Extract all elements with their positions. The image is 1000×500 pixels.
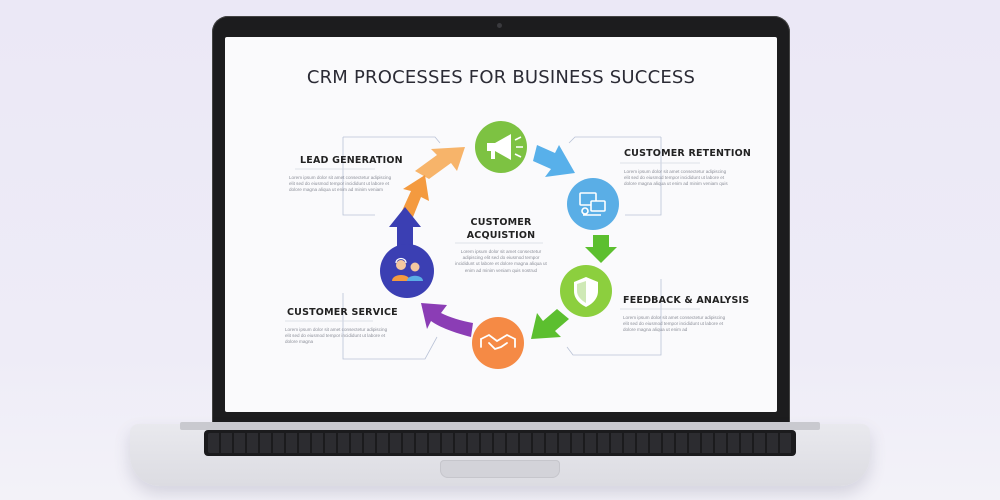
node-shield [560, 265, 612, 317]
cycle-arrows [389, 145, 617, 339]
connector-feedback [566, 279, 662, 356]
node-support [380, 244, 434, 298]
shield-icon [574, 277, 598, 307]
process-cycle-diagram [285, 121, 700, 369]
label-customer-service: CUSTOMER SERVICE [287, 307, 398, 318]
devices-icon [579, 192, 606, 216]
slide-title: CRM PROCESSES FOR BUSINESS SUCCESS [306, 67, 696, 88]
arrow-purple [421, 303, 473, 337]
label-customer-acquisition-line1: CUSTOMER [470, 217, 532, 228]
arrow-orange [401, 175, 429, 217]
webcam [497, 23, 502, 28]
node-devices [567, 178, 619, 230]
label-lead-generation: LEAD GENERATION [300, 155, 403, 166]
arrow-light-blue [533, 145, 575, 177]
arrow-green-down [585, 235, 617, 263]
text-customer-acquisition: Lorem ipsum dolor sit amet consectetur a… [455, 249, 547, 273]
connector-retention-top [568, 136, 661, 144]
keyboard [204, 430, 796, 456]
process-nodes [380, 121, 619, 369]
arrow-green-left [531, 309, 569, 339]
laptop-hinge [180, 422, 820, 430]
laptop-screen: CRM PROCESSES FOR BUSINESS SUCCESS [225, 37, 777, 412]
text-customer-retention: Lorem ipsum dolor sit amet consectetur a… [624, 169, 728, 187]
connector-lead-side [342, 137, 375, 216]
handshake-icon [480, 333, 516, 351]
text-lead-generation: Lorem ipsum dolor sit amet consectetur a… [289, 175, 392, 193]
node-megaphone [475, 121, 527, 173]
node-handshake [472, 317, 524, 369]
connector-service [342, 293, 438, 360]
text-customer-service: Lorem ipsum dolor sit amet consectetur a… [285, 327, 388, 345]
trackpad [440, 460, 560, 478]
label-customer-retention: CUSTOMER RETENTION [624, 148, 752, 159]
connector-lead-top [343, 136, 441, 144]
arrow-peach [415, 147, 465, 179]
support-team-icon [392, 257, 423, 281]
text-feedback-analysis: Lorem ipsum dolor sit amet consectetur a… [623, 315, 726, 333]
megaphone-icon [487, 134, 523, 160]
label-customer-acquisition-line2: ACQUISTION [466, 230, 536, 241]
label-feedback-analysis: FEEDBACK & ANALYSIS [623, 295, 750, 306]
connector-lines [285, 136, 700, 360]
arrow-navy [389, 207, 421, 247]
